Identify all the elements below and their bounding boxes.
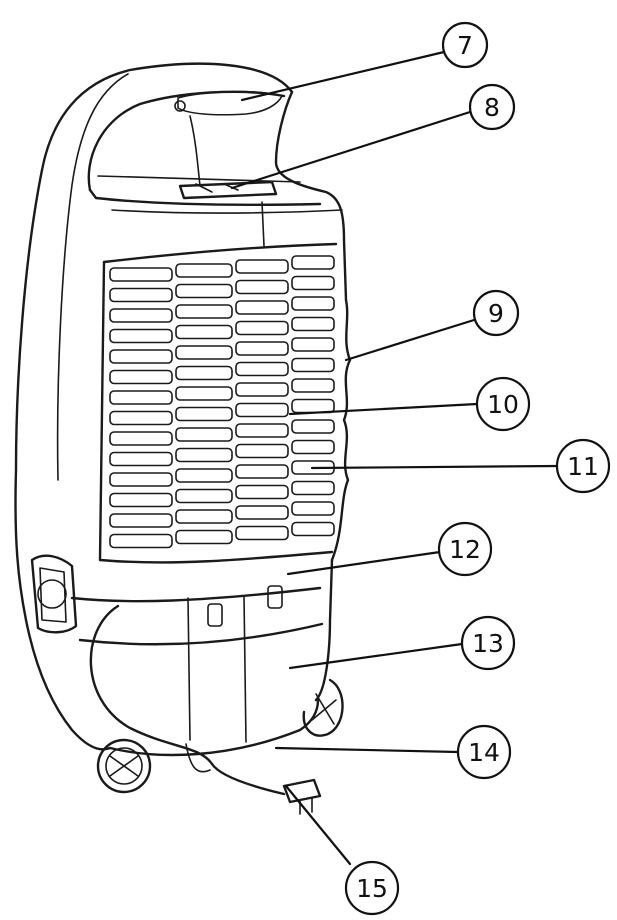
- callout-15-circle: [344, 860, 400, 916]
- grille-slat: [235, 525, 289, 541]
- top-panel-seam: [111, 209, 343, 214]
- callout-12-label: 12: [449, 535, 481, 564]
- grille-slat: [291, 378, 335, 393]
- water-tank: [30, 554, 324, 773]
- grille-slat: [235, 423, 289, 438]
- grille-slat: [109, 287, 173, 303]
- handle: [87, 90, 322, 206]
- grille-slat: [109, 328, 173, 344]
- cooler-body: [14, 62, 352, 751]
- callout-7: 7: [441, 21, 489, 69]
- callout-7-label: 7: [457, 31, 473, 60]
- grille-slat: [175, 447, 233, 463]
- grille-slat: [109, 472, 173, 487]
- power-cord-plug: [89, 604, 322, 815]
- grille-slat: [109, 492, 173, 508]
- grille-slat: [291, 480, 335, 496]
- grille-slat: [235, 279, 289, 295]
- callout-13-label: 13: [472, 629, 504, 658]
- callout-8-circle: [468, 83, 516, 131]
- callout-12-circle: [437, 521, 493, 577]
- grille-slat: [291, 296, 335, 311]
- grille-slat: [291, 316, 335, 332]
- grille-slat: [235, 484, 289, 500]
- callout-10: 10: [475, 376, 531, 432]
- grille-slat: [291, 255, 335, 270]
- grille-slat: [291, 439, 335, 455]
- callout-11-circle: [555, 438, 611, 494]
- leader-lines: [230, 50, 560, 866]
- grille-slat: [235, 443, 289, 459]
- grille-slat: [235, 300, 289, 315]
- grille-slat: [235, 382, 289, 397]
- grille-slat: [235, 464, 289, 479]
- callout-8: 8: [468, 83, 516, 131]
- callout-11: 11: [555, 438, 611, 494]
- callout-10-label: 10: [487, 390, 519, 419]
- grille-slat: [175, 427, 233, 442]
- grille-slat: [109, 533, 173, 549]
- grille-slat: [109, 390, 173, 405]
- callout-13: 13: [460, 615, 516, 671]
- grille-slat: [175, 283, 233, 299]
- callout-9: 9: [472, 289, 520, 337]
- grille-slat: [109, 267, 173, 282]
- callout-13-circle: [460, 615, 516, 671]
- callout-15-label: 15: [356, 874, 388, 903]
- grille-slat: [291, 398, 335, 414]
- grille-slat: [109, 431, 173, 446]
- water-level-indicator: [178, 180, 278, 200]
- callout-14: 14: [456, 724, 512, 780]
- grille-slat: [291, 501, 335, 516]
- panel-divider: [261, 201, 265, 247]
- grille-slat: [291, 275, 335, 291]
- grille-slat: [235, 505, 289, 520]
- callout-15: 15: [344, 860, 400, 916]
- callout-9-label: 9: [488, 299, 504, 328]
- grille-slat: [235, 402, 289, 418]
- grille-slat: [175, 324, 233, 340]
- grille-slat: [291, 521, 335, 537]
- callout-14-label: 14: [468, 738, 500, 767]
- grille-slat: [291, 337, 335, 352]
- grille-slat: [109, 308, 173, 323]
- grille-slat: [235, 341, 289, 356]
- grille-slat: [175, 263, 233, 278]
- grille-slat: [175, 468, 233, 483]
- grille-slat: [109, 410, 173, 426]
- grille-slat: [175, 509, 233, 524]
- callout-12: 12: [437, 521, 493, 577]
- castor-wheels: [96, 678, 344, 794]
- callout-9-circle: [472, 289, 520, 337]
- grille-slat: [291, 357, 335, 373]
- rear-grille: [98, 242, 338, 564]
- grille-slat: [109, 451, 173, 467]
- grille-slat: [175, 345, 233, 360]
- grille-slat: [175, 304, 233, 319]
- grille-slat: [175, 406, 233, 422]
- grille-slat: [175, 529, 233, 545]
- grille-slat: [291, 419, 335, 434]
- grille-slat: [175, 488, 233, 504]
- grille-slat: [109, 349, 173, 364]
- callout-8-label: 8: [484, 93, 500, 122]
- grille-slat: [175, 386, 233, 401]
- callout-7-circle: [441, 21, 489, 69]
- callout-10-circle: [475, 376, 531, 432]
- grille-slat: [109, 513, 173, 528]
- callout-11-label: 11: [567, 452, 599, 481]
- grille-slat: [109, 369, 173, 385]
- grille-slat: [235, 320, 289, 336]
- grille-slat: [175, 365, 233, 381]
- grille-slat: [235, 259, 289, 274]
- callout-14-circle: [456, 724, 512, 780]
- grille-slat: [235, 361, 289, 377]
